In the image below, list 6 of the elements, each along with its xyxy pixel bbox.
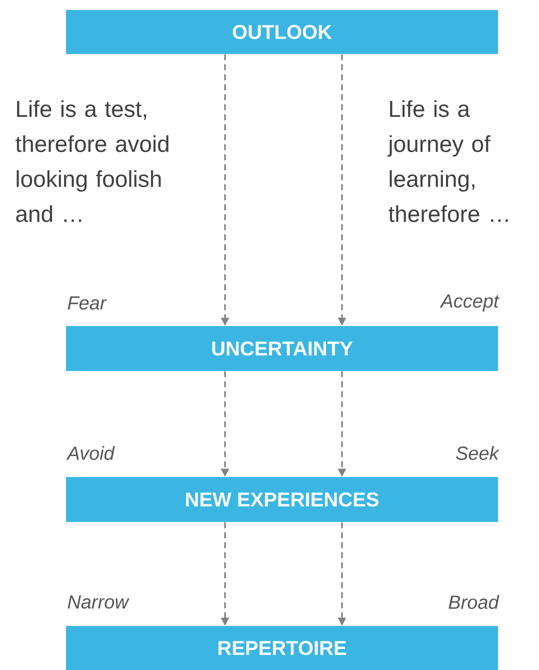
band-box: REPERTOIRE [66,626,498,670]
band-box: OUTLOOK [66,10,498,54]
body-text: Life is a test, therefore avoid looking foolish and … [16,100,168,222]
body-text: Life is a journey of learning, therefore … [388,100,508,222]
band-box: UNCERTAINTY [66,326,498,371]
band-box: NEW EXPERIENCES [66,477,498,522]
